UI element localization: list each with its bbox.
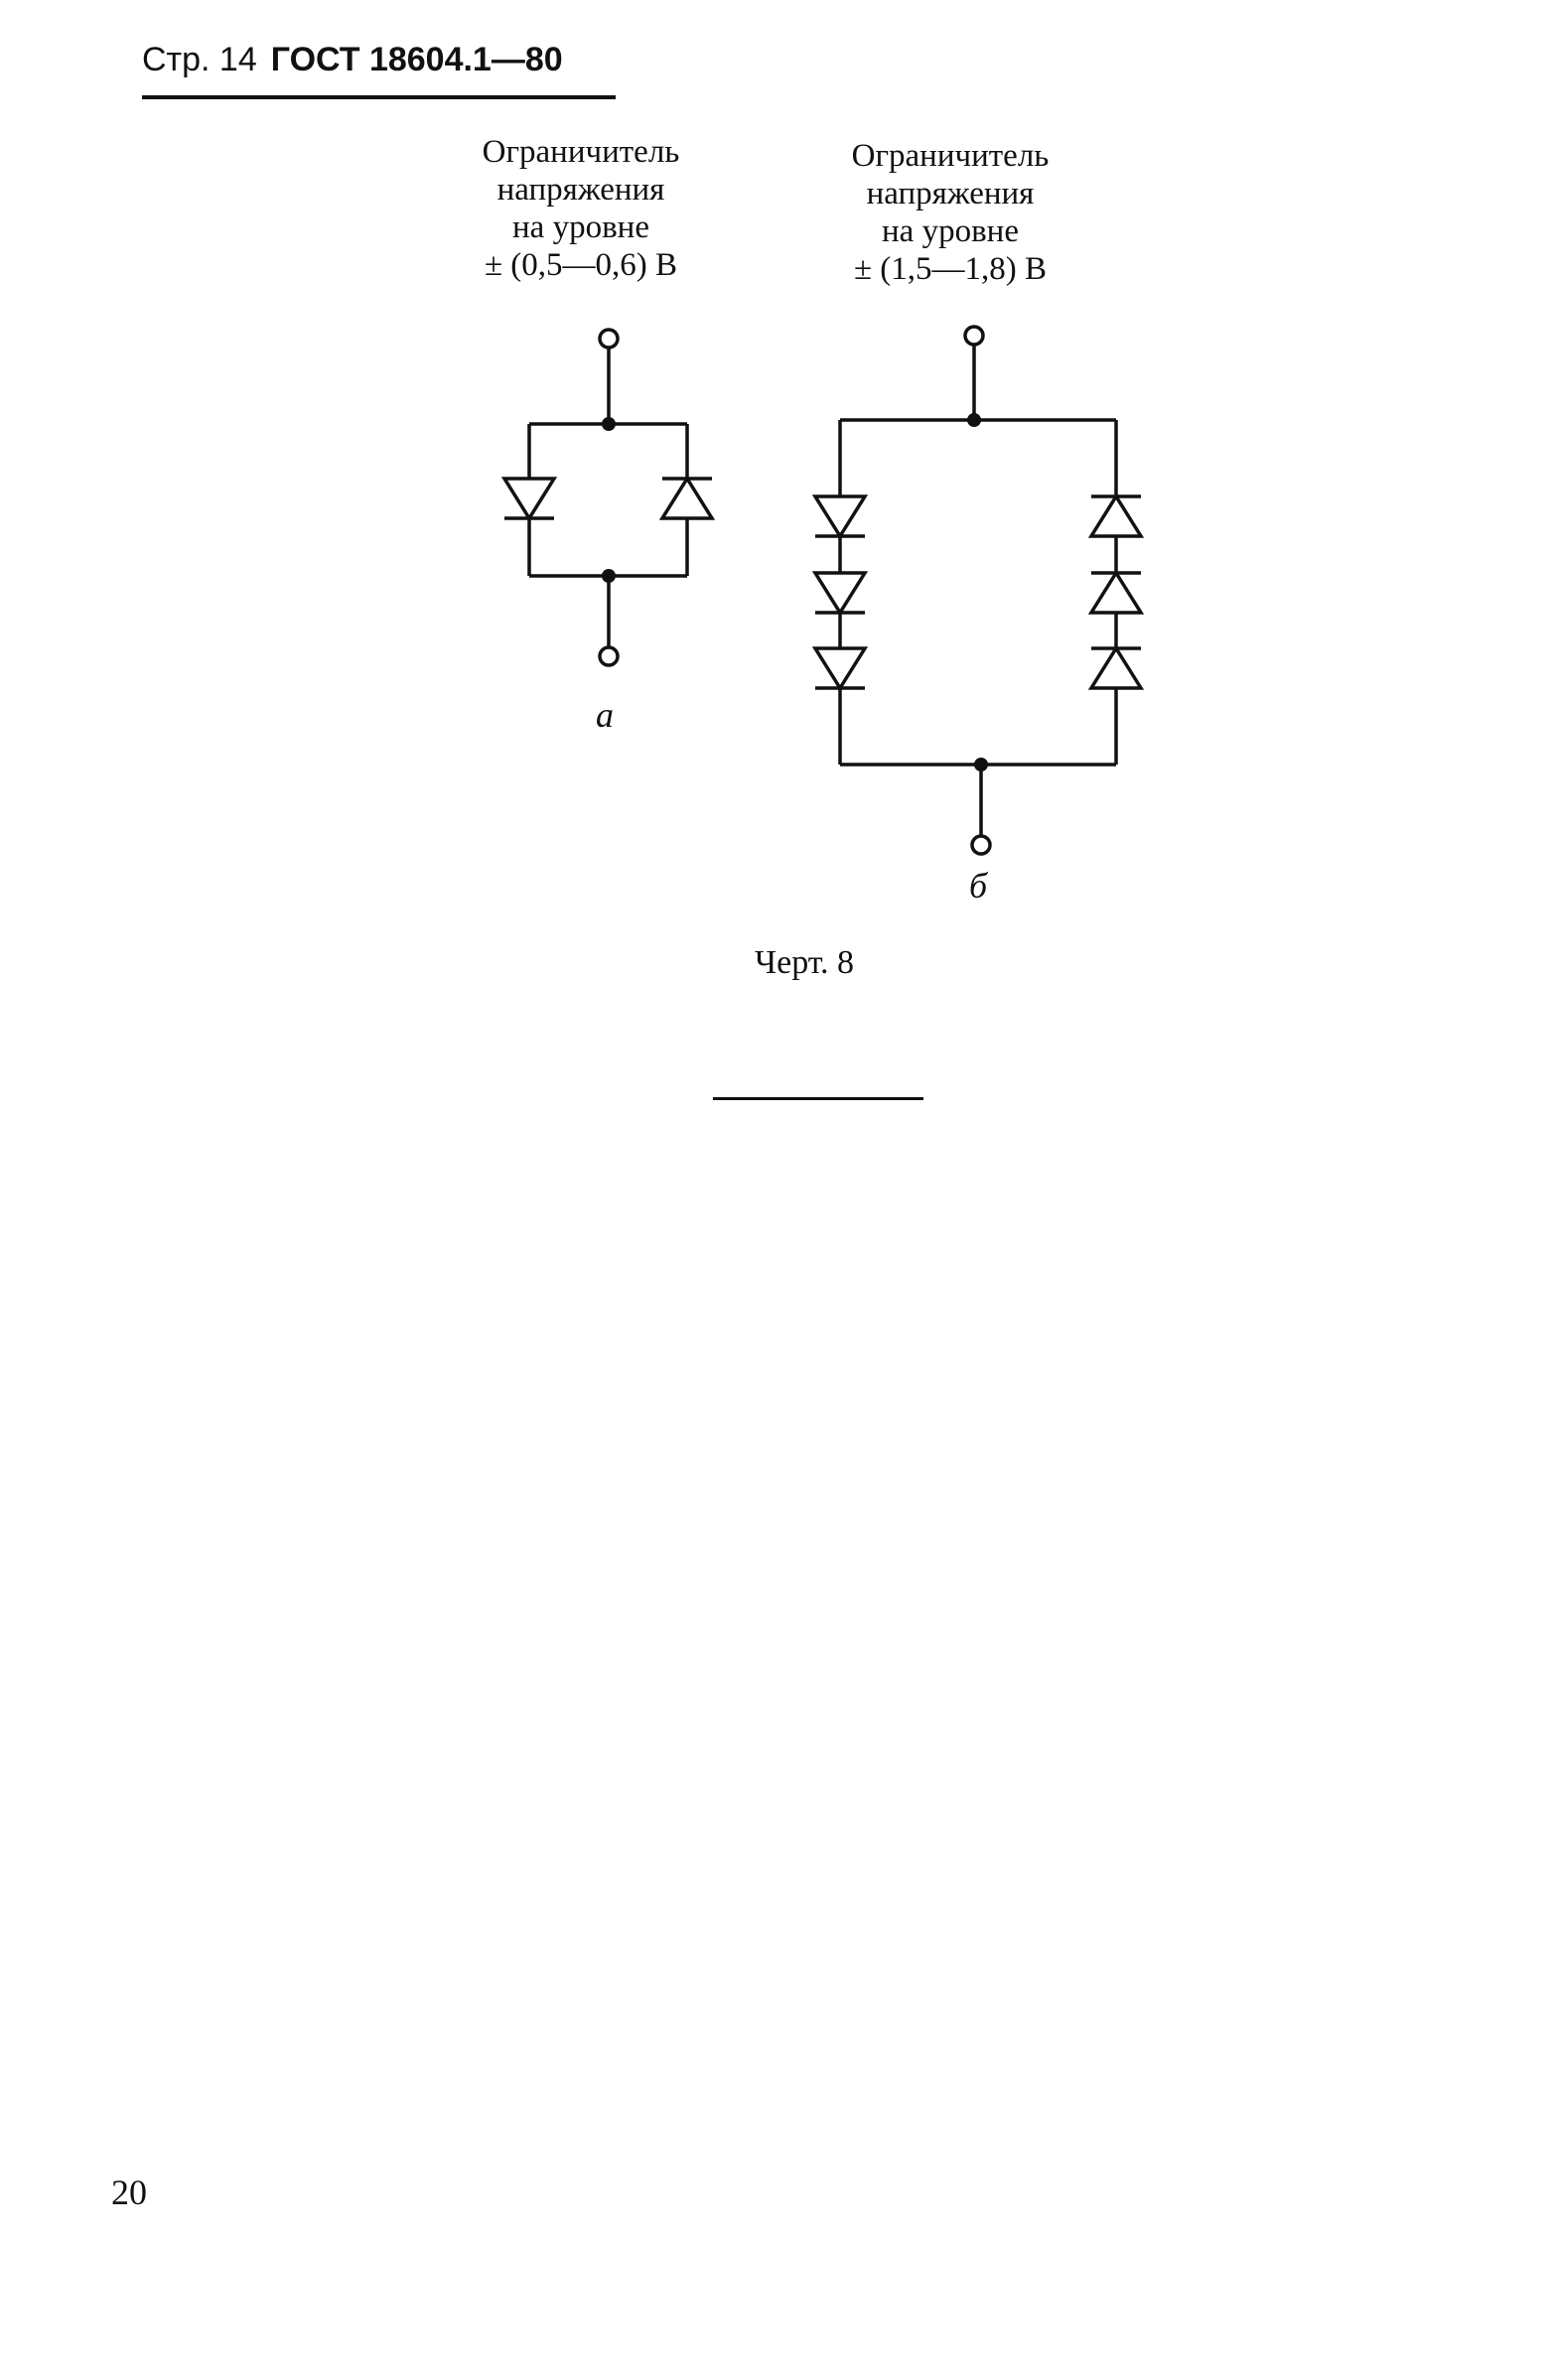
junction-dot: [602, 417, 616, 431]
drawing-title: Черт. 8: [755, 944, 855, 981]
circuit-a-caption: Ограничитель напряжения на уровне ± (0,5…: [427, 133, 735, 284]
page-number: 20: [111, 2172, 147, 2212]
circuit-b-caption: Ограничитель напряжения на уровне ± (1,5…: [796, 137, 1104, 288]
caption-line: ± (1,5—1,8) В: [853, 251, 1048, 287]
caption-line: на уровне: [882, 213, 1019, 249]
caption-line: напряжения: [496, 172, 665, 208]
diode: [813, 494, 867, 538]
standard-number: ГОСТ 18604.1—80: [270, 41, 563, 78]
caption-line: ± (0,5—0,6) В: [484, 247, 678, 283]
caption-line: на уровне: [512, 210, 649, 245]
circuit-b: [813, 325, 1143, 856]
diode: [813, 571, 867, 615]
caption-line: Ограничитель: [851, 138, 1050, 174]
circuit-a-label: а: [596, 695, 614, 735]
junction-dot: [967, 413, 981, 427]
page-header: Стр. 14 ГОСТ 18604.1—80: [142, 40, 563, 79]
terminal-bottom: [598, 645, 620, 667]
end-rule: [713, 1097, 923, 1100]
circuit-a: [502, 328, 714, 667]
terminal-top: [963, 325, 985, 347]
terminal-top: [598, 328, 620, 350]
caption-line: Ограничитель: [482, 134, 680, 170]
header-rule: [142, 95, 616, 99]
diode: [1089, 571, 1143, 615]
diode: [813, 646, 867, 690]
diode: [1089, 494, 1143, 538]
diode: [660, 477, 714, 520]
circuit-b-label: б: [969, 866, 988, 906]
terminal-bottom: [970, 834, 992, 856]
diode: [502, 477, 556, 520]
page-label: Стр. 14: [142, 41, 257, 78]
diode: [1089, 646, 1143, 690]
caption-line: напряжения: [866, 176, 1035, 211]
